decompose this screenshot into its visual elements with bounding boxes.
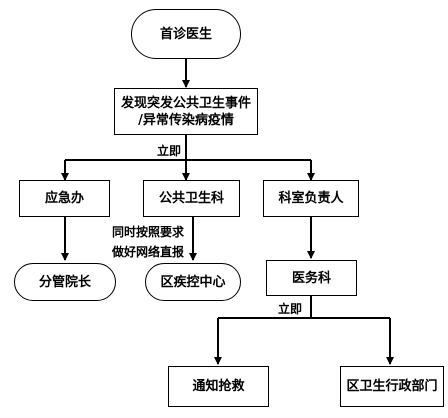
public-health-node: 公共卫生科 [143,180,240,217]
dept-head-label: 科室负责人 [278,191,344,206]
report-node: 发现突发公共卫生事件 /异常传染病疫情 [114,88,258,135]
notify-rescue-node: 通知抢救 [168,366,269,407]
edge-label-direct-report: 同时按照要求 做好网络直报 [112,222,184,262]
edge-label-direct-report-line-2: 做好网络直报 [112,245,185,259]
vice-president-label: 分管院长 [38,274,91,290]
cdc-node: 区疾控中心 [145,263,241,301]
report-node-line-2: /异常传染病疫情 [138,112,234,128]
edge-label-direct-report-line-1: 同时按照要求 [112,225,185,239]
public-health-label: 公共卫生科 [158,191,224,206]
edge-label-immediate-2: 立即 [278,302,303,316]
report-node-line-1: 发现突发公共卫生事件 [120,95,251,111]
district-health-label: 区卫生行政部门 [346,379,438,394]
dept-head-node: 科室负责人 [263,180,359,217]
emergency-office-node: 应急办 [19,180,110,217]
cdc-label: 区疾控中心 [160,274,226,290]
start-node-label: 首诊医生 [159,26,212,42]
district-health-node: 区卫生行政部门 [340,366,444,407]
vice-president-node: 分管院长 [14,263,116,301]
start-node: 首诊医生 [131,9,241,59]
notify-rescue-label: 通知抢救 [192,379,245,394]
edge-label-immediate-1: 立即 [157,144,182,158]
emergency-office-label: 应急办 [44,191,84,206]
medical-affairs-label: 医务科 [291,270,331,286]
medical-affairs-node: 医务科 [266,260,357,296]
